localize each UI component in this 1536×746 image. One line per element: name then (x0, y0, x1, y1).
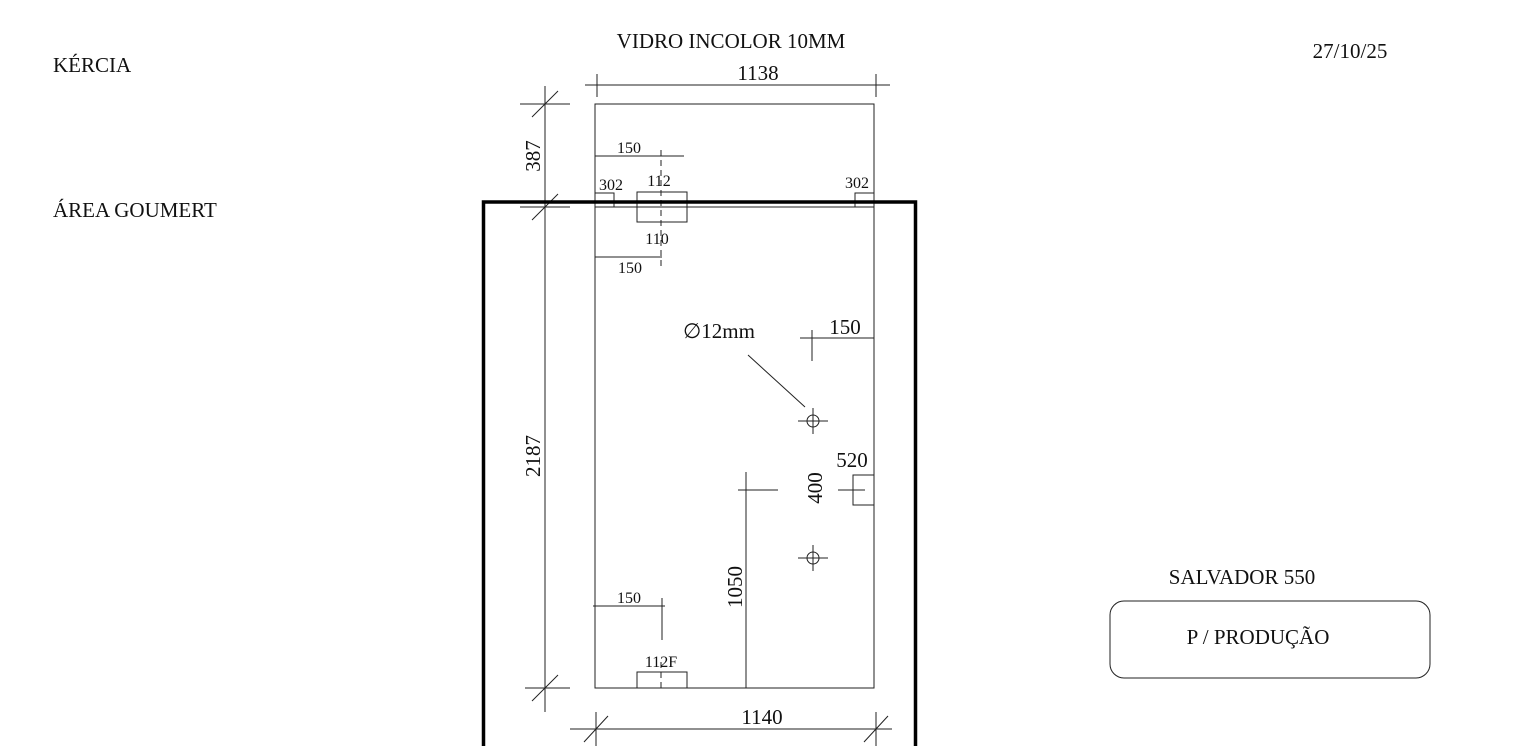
top-hinge: 150 112 110 150 (595, 140, 688, 277)
area-label: ÁREA GOUMERT (53, 198, 217, 222)
bottom-hinge-offset-label: 150 (617, 590, 641, 607)
door-frame-outline (481, 200, 918, 746)
hole-diameter-label: ∅12mm (683, 319, 755, 343)
top-width-dimension: 1138 (585, 61, 890, 97)
lock-notch-label: 520 (836, 448, 868, 472)
client-name: KÉRCIA (53, 53, 132, 77)
handle-height-label: 1050 (723, 566, 747, 608)
notch-right-label: 302 (845, 175, 869, 192)
left-height-dimensions: 387 2187 (520, 86, 570, 712)
status-box-label: P / PRODUÇÃO (1187, 625, 1330, 649)
date-label: 27/10/25 (1313, 39, 1388, 63)
hole-spacing-label: 400 (803, 472, 827, 504)
hole-icon (798, 408, 828, 434)
glass-panel-outline (594, 103, 875, 689)
hinge-width-label: 112 (647, 173, 670, 190)
top-width-label: 1138 (737, 61, 778, 85)
handle-height-dimension: 1050 (723, 472, 778, 688)
bottom-panel-height-label: 2187 (521, 435, 545, 477)
hinge-height-label: 110 (645, 231, 668, 248)
top-notches: 302 302 (594, 175, 875, 208)
material-label: VIDRO INCOLOR 10MM (617, 29, 846, 53)
hole-icon (798, 545, 828, 571)
hinge-offset-top-label: 150 (617, 140, 641, 157)
model-label: SALVADOR 550 (1169, 565, 1315, 589)
status-box (1109, 600, 1431, 679)
lock-notch: 520 (836, 448, 875, 506)
hole-edge-offset-label: 150 (829, 315, 861, 339)
bottom-hinge: 150 112F (593, 590, 688, 690)
top-panel-height-label: 387 (521, 140, 545, 172)
bottom-width-dimension: 1140 (570, 705, 892, 746)
bottom-hinge-label: 112F (645, 654, 677, 671)
bottom-width-label: 1140 (741, 705, 782, 729)
holes: ∅12mm 150 400 (683, 315, 874, 571)
hinge-offset-lower-label: 150 (618, 260, 642, 277)
notch-left-label: 302 (599, 177, 623, 194)
